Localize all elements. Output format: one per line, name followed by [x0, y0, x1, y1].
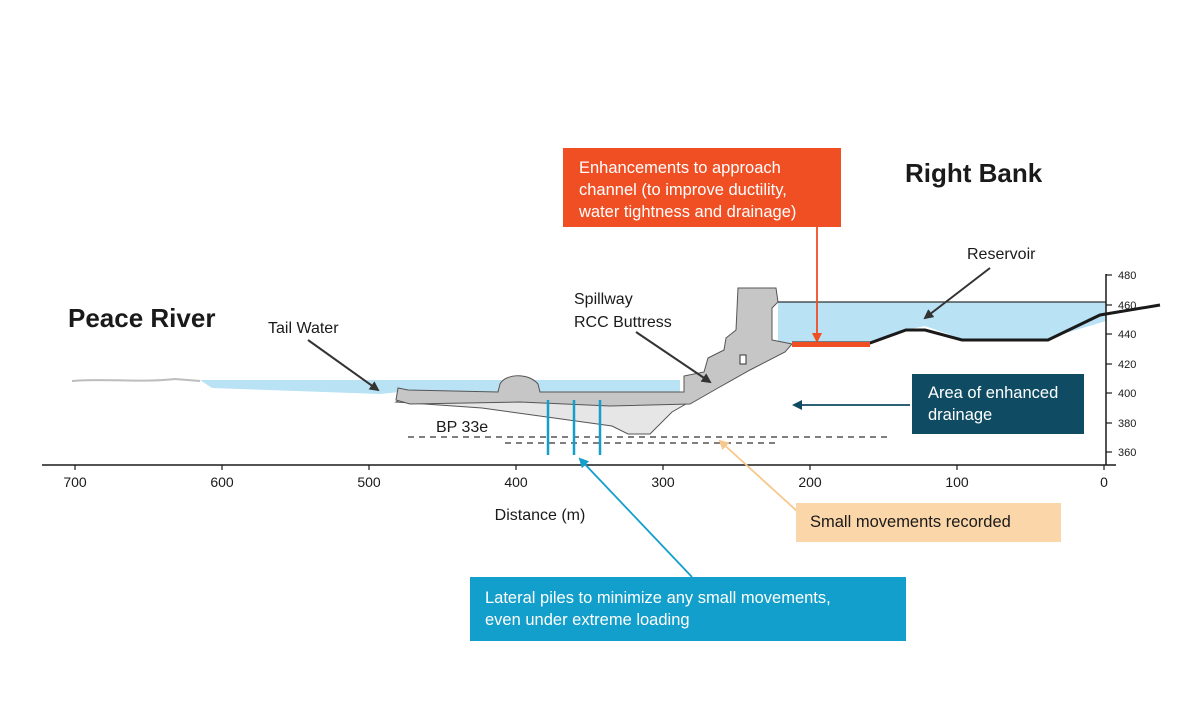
- y-tick-label: 420: [1118, 359, 1136, 371]
- tail-water: [200, 380, 680, 394]
- peace-river-title: Peace River: [68, 303, 215, 333]
- y-tick-label: 400: [1118, 388, 1136, 400]
- x-axis-ticks: [74, 465, 1105, 470]
- callout-line: Area of enhanced: [928, 384, 1059, 402]
- piles-arrow: [578, 457, 693, 578]
- x-tick-label: 500: [357, 474, 381, 490]
- right-bank-title: Right Bank: [905, 158, 1043, 188]
- x-axis-tick-labels: 700 600 500 400 300 200 100 0: [63, 474, 1108, 490]
- y-tick-label: 480: [1118, 270, 1136, 282]
- reservoir-arrow: [923, 267, 991, 320]
- callout-line: Enhancements to approach: [579, 159, 781, 177]
- y-axis-tick-labels: 480 460 440 420 400 380 360: [1118, 270, 1136, 459]
- x-tick-label: 100: [945, 474, 969, 490]
- y-tick-label: 360: [1118, 447, 1136, 459]
- y-tick-label: 460: [1118, 300, 1136, 312]
- callout-line: Small movements recorded: [810, 513, 1011, 531]
- x-axis-title: Distance (m): [495, 507, 586, 524]
- x-tick-label: 700: [63, 474, 87, 490]
- movements-arrow: [718, 439, 799, 513]
- x-tick-label: 200: [798, 474, 822, 490]
- ground-profile: [792, 303, 1161, 345]
- tail-water-label: Tail Water: [268, 320, 339, 337]
- x-tick-label: 600: [210, 474, 234, 490]
- riverbed-line: [71, 377, 201, 382]
- gallery-opening: [739, 354, 747, 365]
- callout-line: channel (to improve ductility,: [579, 181, 787, 199]
- reservoir-label: Reservoir: [967, 246, 1036, 263]
- rcc-buttress-label: RCC Buttress: [574, 314, 672, 331]
- tail-water-arrow: [307, 339, 380, 392]
- x-tick-label: 300: [651, 474, 675, 490]
- callout-line: drainage: [928, 406, 993, 424]
- enhanced-drainage-callout: Area of enhanced drainage: [912, 374, 1084, 434]
- spillway-structure: [395, 287, 793, 407]
- callout-line: even under extreme loading: [485, 611, 690, 629]
- reservoir-water: [778, 302, 1106, 348]
- lateral-piles: [546, 400, 602, 455]
- approach-channel-enhancement: [792, 342, 870, 347]
- spillway-arrow: [635, 331, 712, 384]
- callout-line: Lateral piles to minimize any small move…: [485, 589, 831, 607]
- callout-line: water tightness and drainage): [579, 203, 797, 221]
- lateral-piles-callout: Lateral piles to minimize any small move…: [470, 577, 906, 641]
- bp-label: BP 33e: [436, 419, 488, 436]
- spillway-label: Spillway: [574, 291, 633, 308]
- small-movements-callout: Small movements recorded: [796, 503, 1061, 542]
- x-tick-label: 0: [1100, 474, 1108, 490]
- y-axis-ticks: [1106, 274, 1112, 453]
- x-tick-label: 400: [504, 474, 528, 490]
- approach-channel-callout: Enhancements to approach channel (to imp…: [563, 148, 841, 227]
- y-tick-label: 380: [1118, 418, 1136, 430]
- y-tick-label: 440: [1118, 329, 1136, 341]
